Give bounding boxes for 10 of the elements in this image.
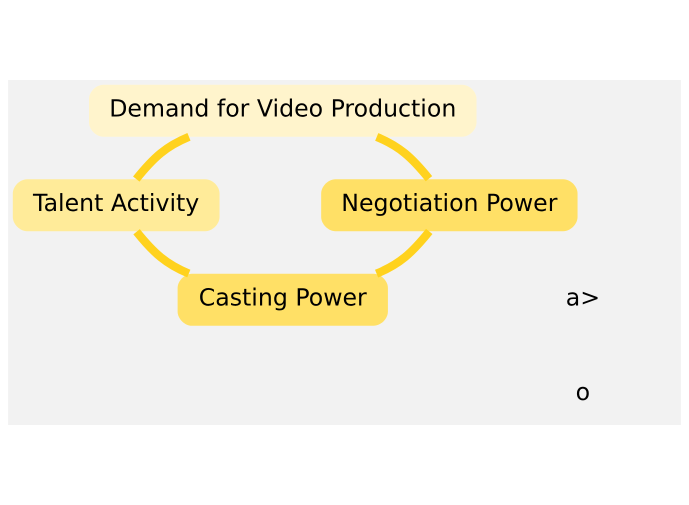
connector [133,229,190,278]
label: o [576,378,590,406]
node-box: Casting Power [178,274,388,326]
node-box: Negotiation Power [321,179,578,232]
node-box: Demand for Video Production [89,84,477,137]
connector [374,228,432,278]
connector [133,133,191,182]
label: a> [566,284,600,312]
node-box: Talent Activity [12,179,220,232]
connector [375,133,432,182]
